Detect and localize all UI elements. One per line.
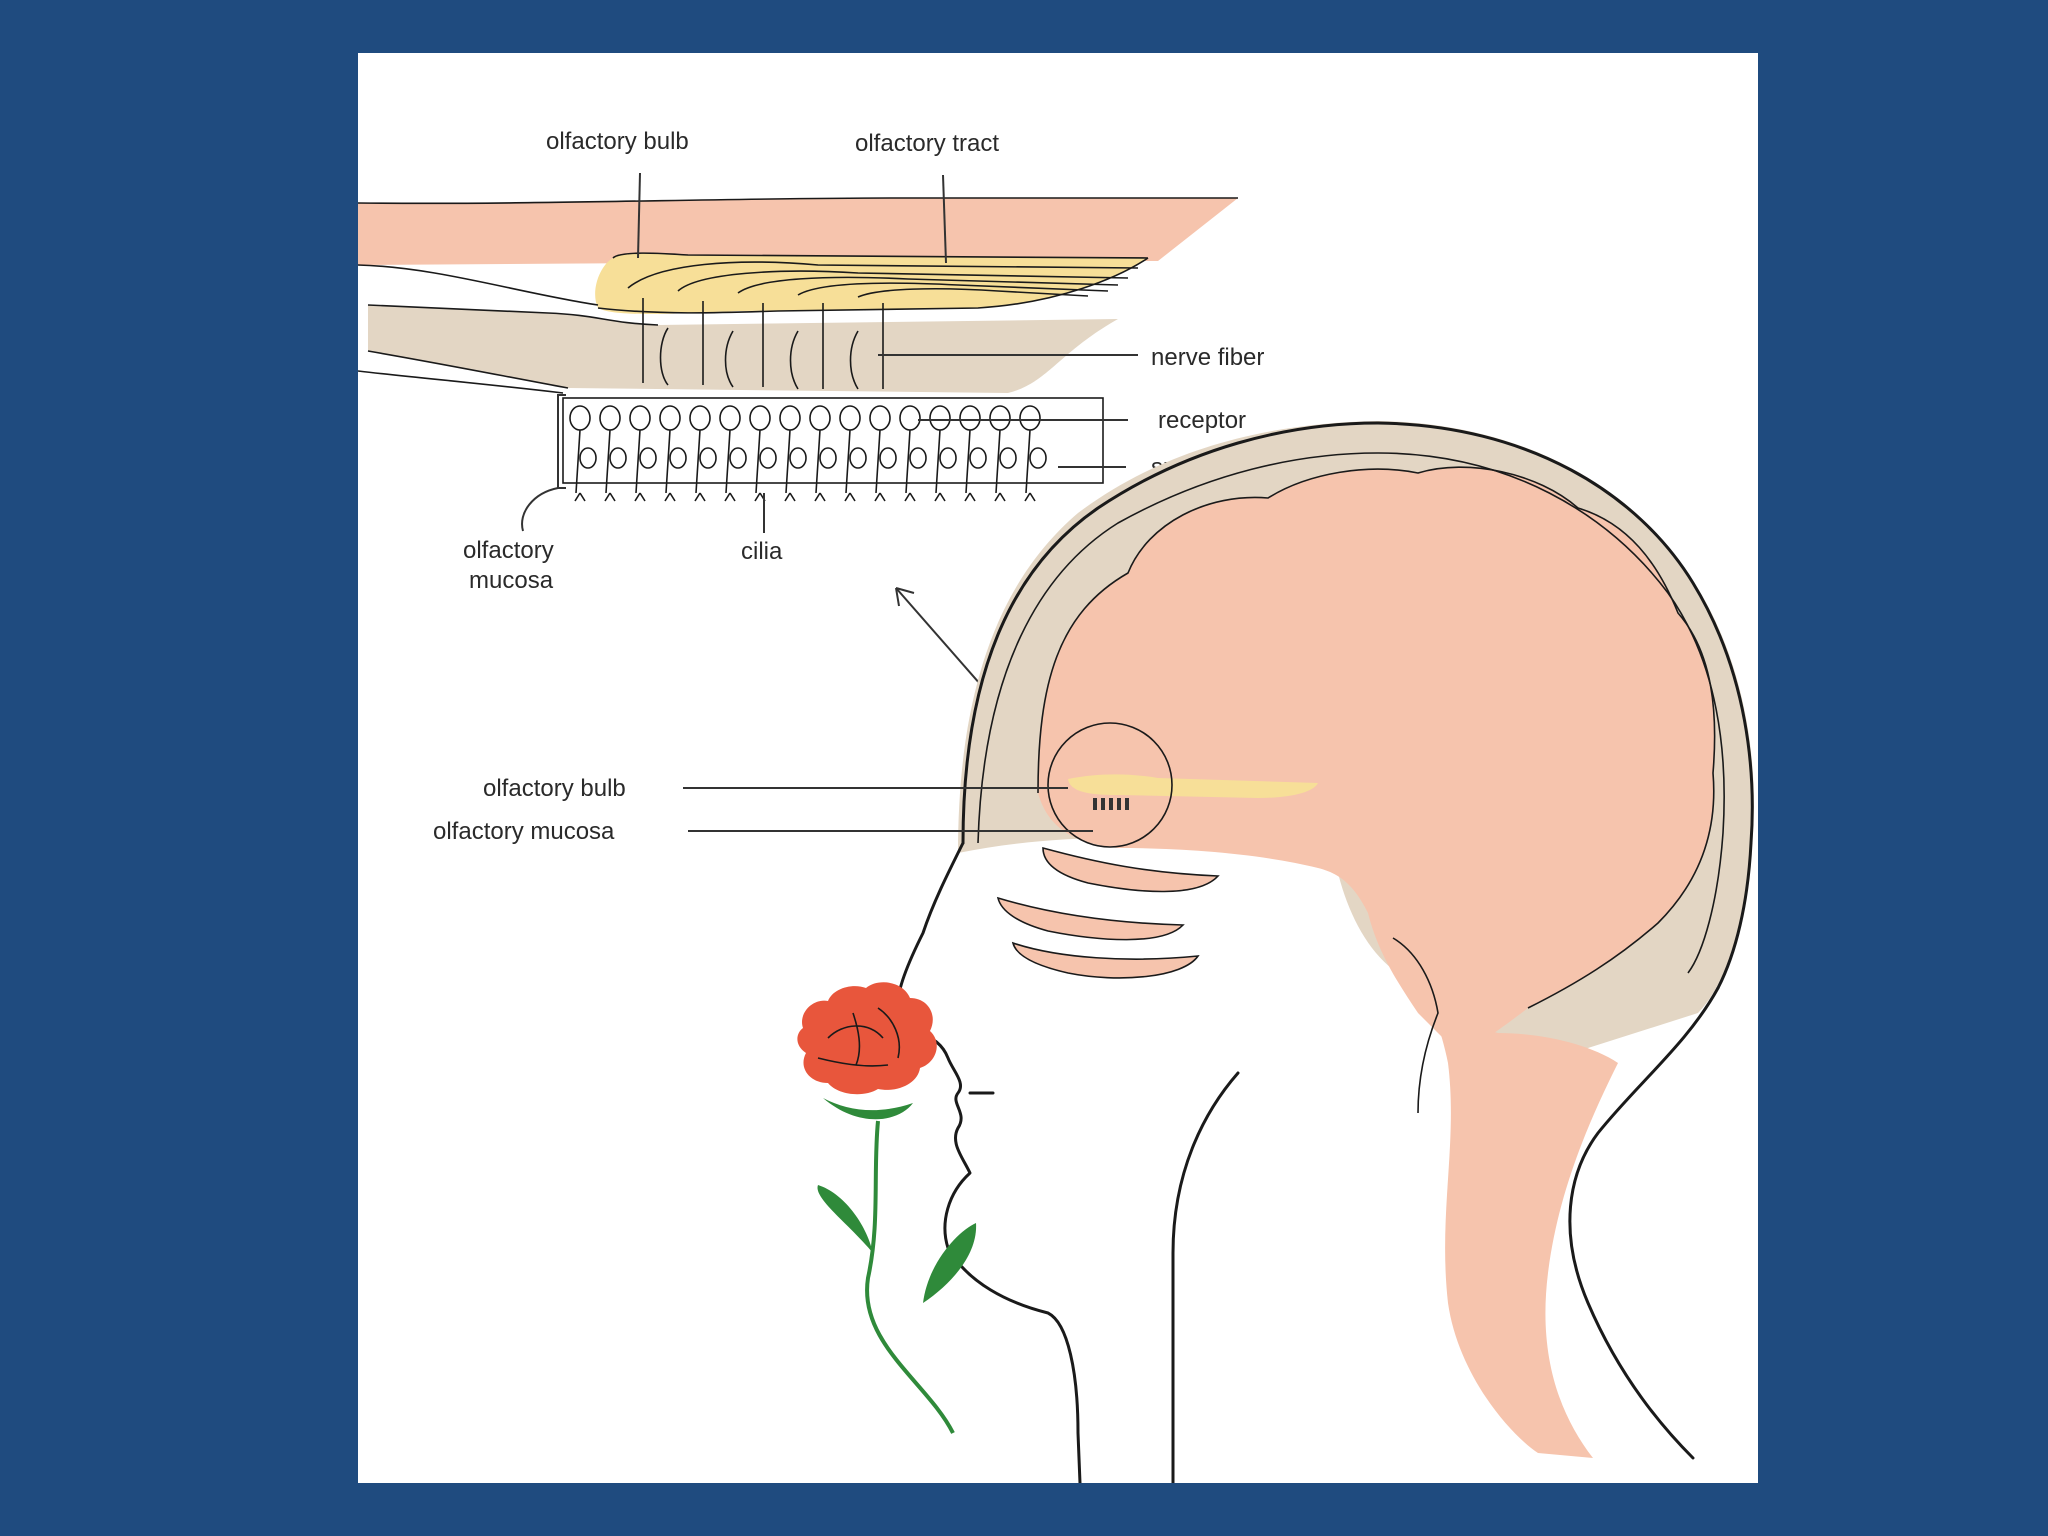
label-receptor: receptor [1158,407,1246,434]
label-olfactory-mucosa-line2: mucosa [469,567,554,594]
label-olfactory-mucosa-line1: olfactory [463,537,554,564]
mucosa-tick [1093,798,1097,810]
mucosa-tick [1125,798,1129,810]
mucosa-tick [1101,798,1105,810]
label-inset-olfactory-tract: olfactory tract [855,130,999,157]
mucosa-tick [1109,798,1113,810]
mucosa-tick [1117,798,1121,810]
olfaction-diagram: olfactory bulb olfactory tract nerve fib… [358,53,1758,1483]
label-head-olfactory-mucosa: olfactory mucosa [433,818,615,845]
diagram-panel: olfactory bulb olfactory tract nerve fib… [358,53,1758,1483]
label-cilia: cilia [741,538,783,565]
label-nerve-fiber: nerve fiber [1151,344,1264,371]
label-head-olfactory-bulb: olfactory bulb [483,775,626,802]
label-inset-olfactory-bulb: olfactory bulb [546,128,689,155]
